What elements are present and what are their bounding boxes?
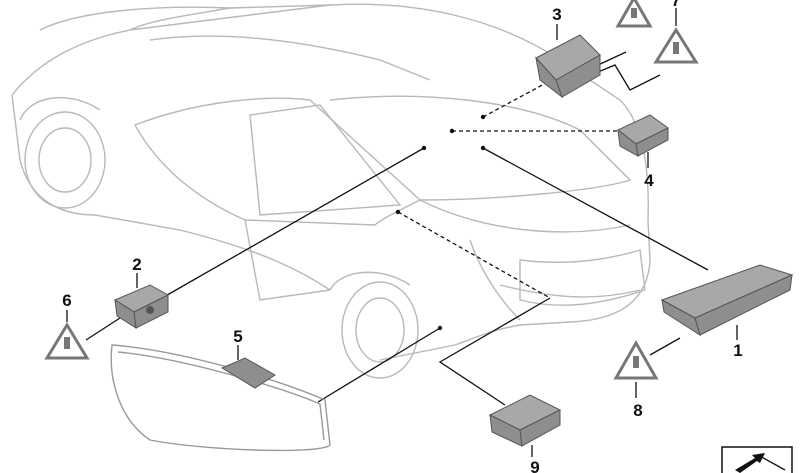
callout-6: 6 [62, 291, 71, 310]
callout-3: 3 [552, 5, 561, 24]
part-1-control-unit[interactable] [660, 264, 794, 337]
callout-9: 9 [530, 458, 539, 473]
callout-4: 4 [644, 171, 654, 190]
plug-warning-icon [44, 322, 90, 360]
leader-lines [66, 8, 738, 457]
navigation-arrow-icon[interactable] [721, 446, 793, 473]
part-9-bracket-module[interactable] [488, 394, 562, 447]
part-5-window-antenna[interactable] [110, 344, 331, 452]
plug-warning-icon [615, 0, 653, 28]
part-4-sensor-module[interactable] [617, 114, 669, 157]
part-2-control-module[interactable] [113, 284, 170, 329]
callout-5: 5 [233, 327, 242, 346]
callout-1: 1 [733, 341, 742, 360]
plug-warning-icon [653, 27, 699, 64]
car-outline [11, 3, 651, 379]
callout-2: 2 [132, 255, 141, 274]
callout-8: 8 [633, 401, 642, 420]
plug-warning-icon [613, 339, 659, 380]
callout-7: 7 [671, 0, 680, 10]
part-3-control-module[interactable] [535, 34, 601, 99]
